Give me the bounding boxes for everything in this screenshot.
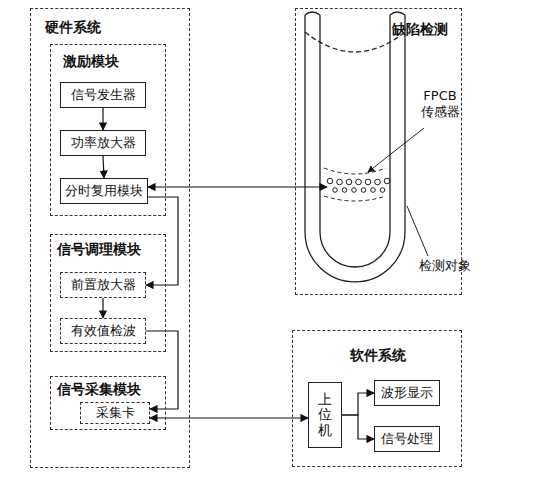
pipe-inner-wall — [320, 15, 390, 267]
module-group: 信号调理模块前置放大器有效值检波 — [50, 234, 166, 352]
module-group: 缺陷检测 — [295, 8, 462, 295]
connector-arrow — [146, 197, 178, 285]
coil — [346, 179, 352, 185]
process-box: 信号处理 — [374, 426, 440, 452]
process-box: 采集卡 — [80, 402, 150, 424]
coil — [384, 178, 390, 184]
box-label: 上位机 — [318, 392, 332, 438]
process-box: 功率放大器 — [60, 130, 146, 156]
group-heading: 缺陷检测 — [392, 21, 448, 39]
box-label: 功率放大器 — [71, 135, 136, 151]
leader-line — [407, 206, 428, 256]
pipe-rim — [390, 12, 405, 15]
leader-line — [368, 128, 424, 172]
connector-arrow — [146, 331, 178, 409]
callout-label: FPCB 传感器 — [420, 88, 460, 119]
box-label: 有效值检波 — [71, 323, 136, 339]
process-box: 上位机 — [308, 382, 342, 448]
box-label: 前置放大器 — [71, 277, 136, 293]
group-heading: 软件系统 — [350, 347, 406, 365]
module-group: 软件系统上位机 波形显示信号处理 — [292, 330, 462, 467]
connector-arrow — [102, 108, 103, 130]
coil — [342, 188, 347, 193]
process-box: 前置放大器 — [60, 272, 146, 298]
group-heading: 硬件系统 — [45, 19, 101, 37]
coil — [337, 179, 343, 185]
coil — [380, 188, 385, 193]
sensor-outline — [324, 168, 386, 174]
coil — [371, 188, 376, 193]
connector-arrow — [103, 156, 104, 178]
connector-arrow — [342, 415, 374, 439]
box-label: 信号处理 — [381, 431, 433, 447]
module-group: 信号采集模块采集卡 — [50, 376, 166, 430]
module-group: 硬件系统激励模块信号发生器功率放大器分时复用模块信号调理模块前置放大器有效值检波… — [30, 8, 190, 468]
coil — [361, 188, 366, 193]
box-label: 信号发生器 — [71, 87, 136, 103]
box-label: 分时复用模块 — [65, 183, 143, 199]
box-label: 采集卡 — [96, 405, 135, 421]
connector-arrow — [150, 417, 308, 418]
coil — [365, 179, 371, 185]
process-box: 波形显示 — [374, 380, 440, 406]
group-heading: 信号采集模块 — [57, 381, 141, 399]
coil — [356, 179, 362, 185]
connector-arrow — [342, 393, 374, 415]
connector-arrow — [148, 186, 327, 187]
process-box: 分时复用模块 — [60, 178, 148, 204]
group-heading: 信号调理模块 — [57, 241, 141, 259]
sensor-coils — [327, 178, 390, 192]
coil — [327, 178, 333, 184]
module-group: 激励模块信号发生器功率放大器分时复用模块 — [50, 44, 166, 216]
process-box: 信号发生器 — [60, 82, 146, 108]
connector-arrow — [102, 298, 103, 318]
group-heading: 激励模块 — [63, 53, 119, 71]
coil — [352, 188, 357, 193]
process-box: 有效值检波 — [60, 318, 146, 344]
box-label: 波形显示 — [381, 385, 433, 401]
pipe-outer-wall — [305, 15, 405, 282]
coil — [333, 188, 338, 193]
pipe-back-edge — [305, 32, 405, 52]
sensor-outline — [324, 196, 386, 201]
coil — [375, 179, 381, 185]
callout-label: 检测对象 — [410, 258, 480, 274]
pipe-rim — [305, 12, 320, 15]
